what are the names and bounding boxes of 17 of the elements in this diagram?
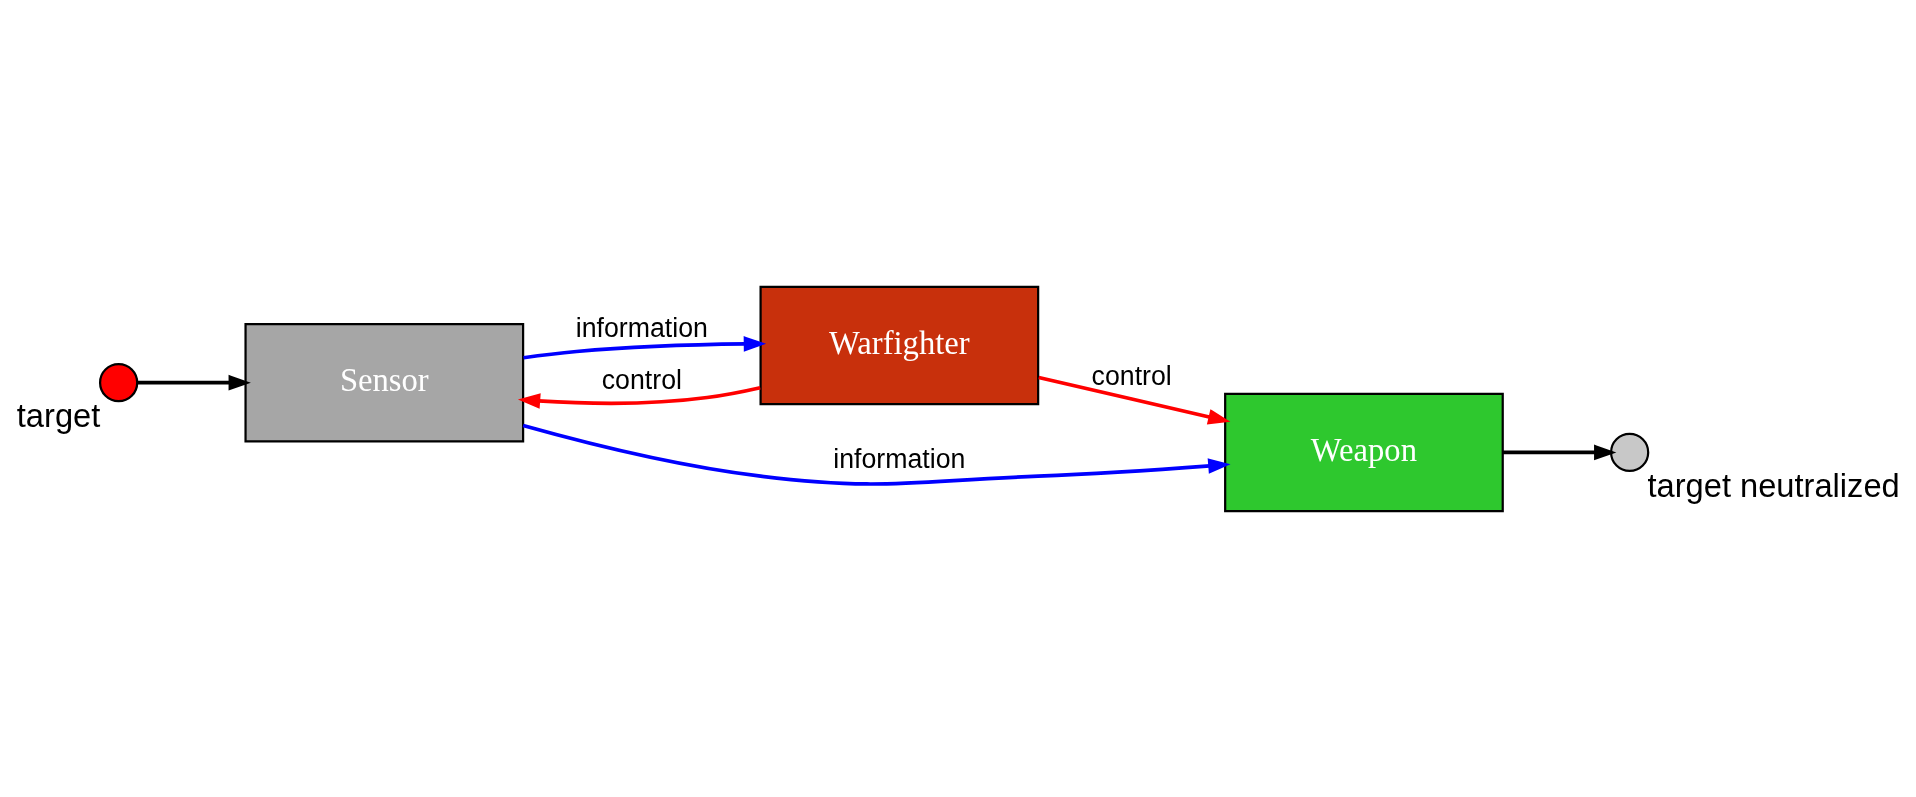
node-box: Warfighter xyxy=(759,285,1040,405)
node-circle xyxy=(1609,432,1650,472)
node-box: Sensor xyxy=(244,322,525,442)
node-label: target neutralized xyxy=(1647,466,1900,504)
edge-label: information xyxy=(575,312,708,343)
arrow xyxy=(523,335,767,360)
node-label: target xyxy=(16,396,101,434)
node-box: Weapon xyxy=(1224,392,1504,512)
arrow xyxy=(517,385,761,409)
edge-label: information xyxy=(833,443,966,474)
arrow xyxy=(137,374,251,390)
arrow xyxy=(1502,444,1617,460)
arrow xyxy=(522,423,1231,486)
edge-label: control xyxy=(601,364,682,395)
node-circle xyxy=(98,362,139,402)
arrow xyxy=(1038,375,1231,424)
edge-label: control xyxy=(1091,360,1172,391)
